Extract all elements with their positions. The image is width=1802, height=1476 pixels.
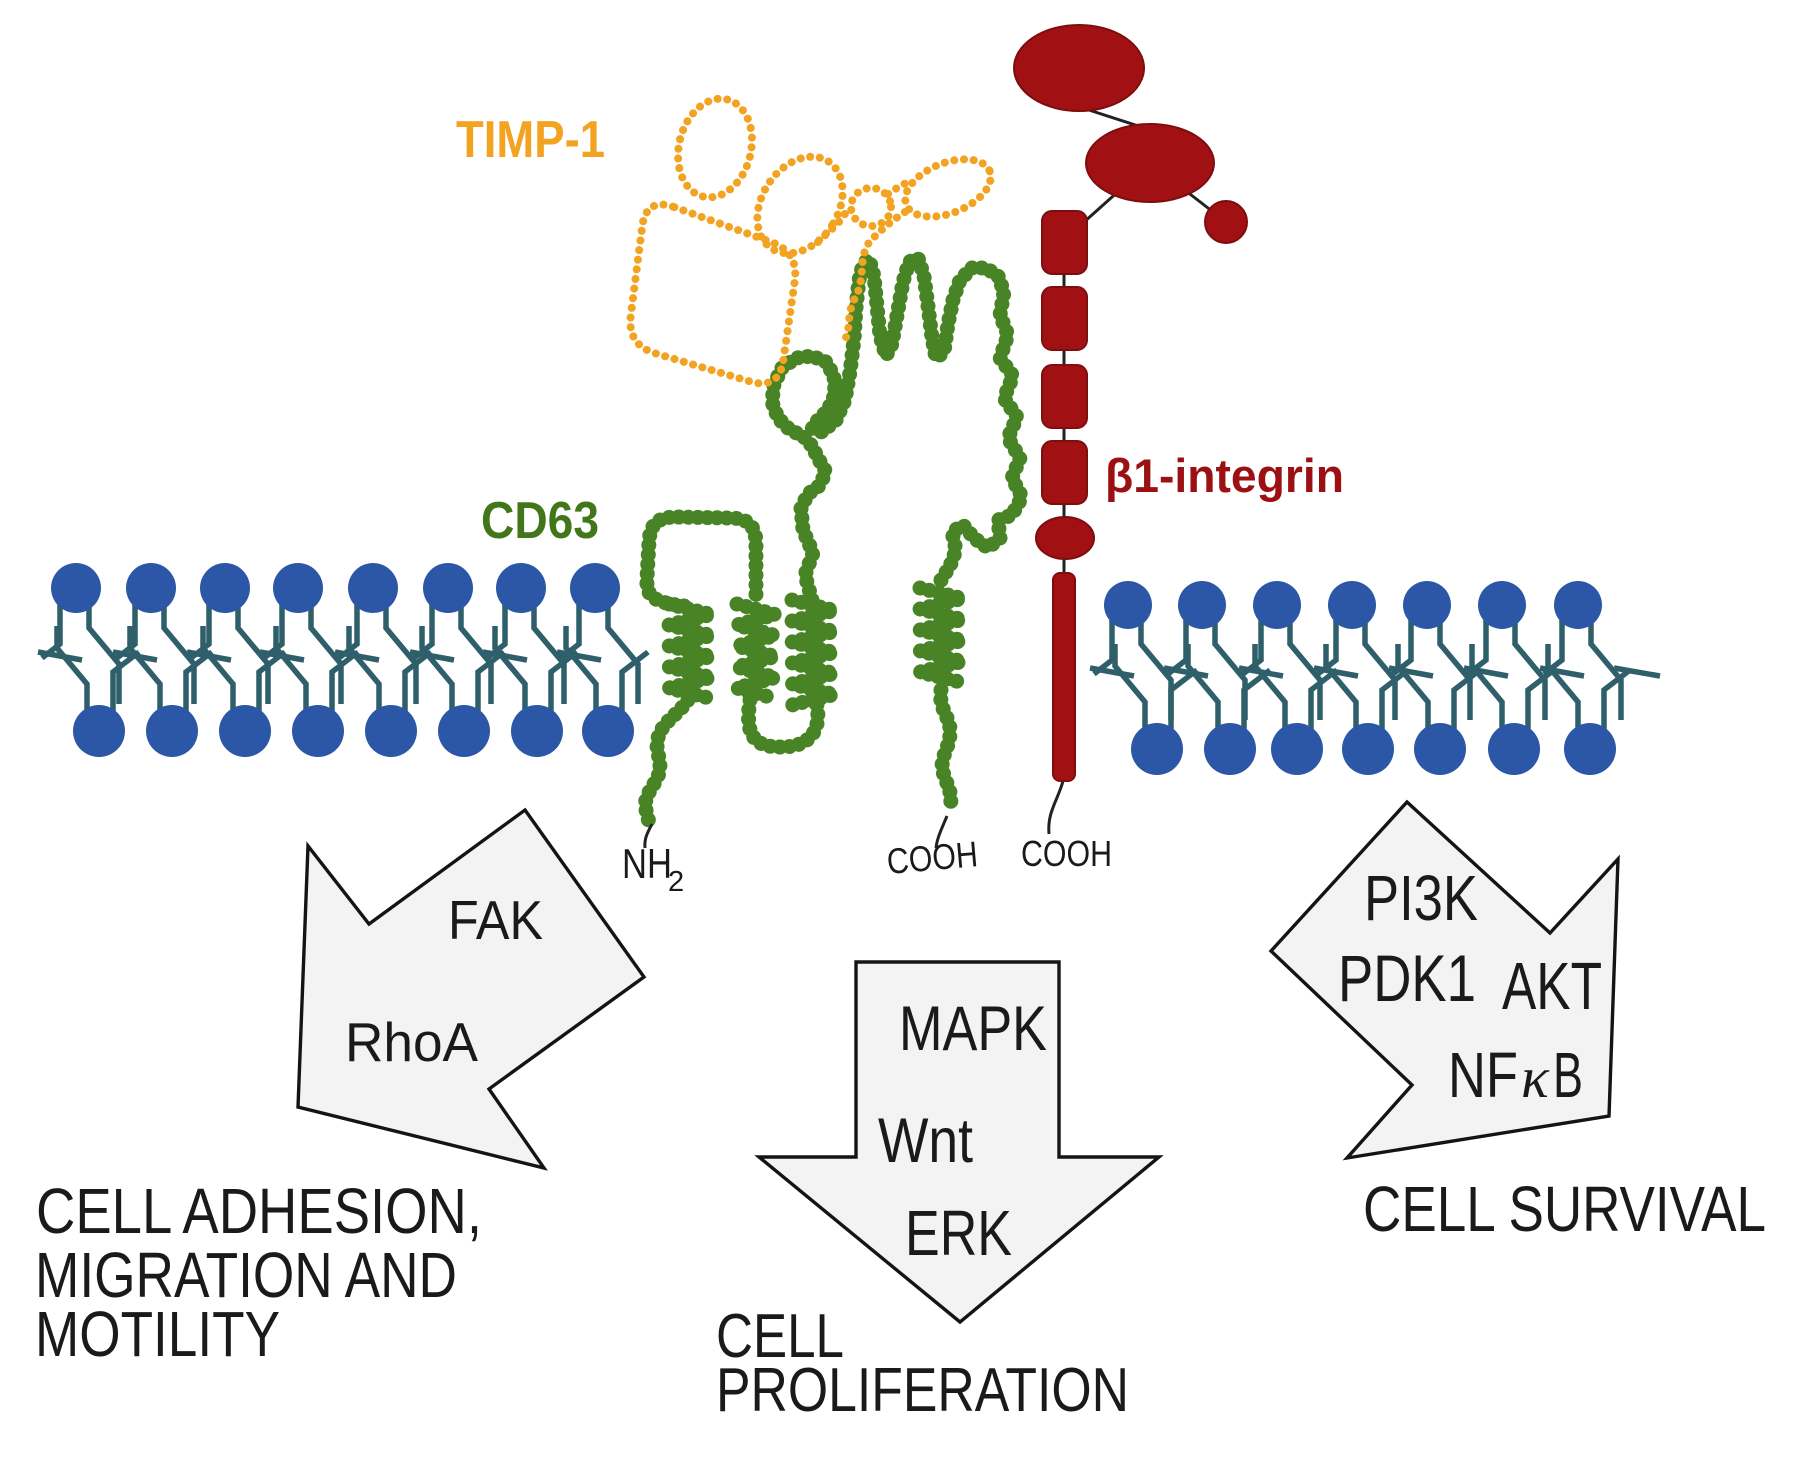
svg-text:NF: NF (1448, 1039, 1518, 1111)
svg-text:CELL: CELL (716, 1302, 844, 1371)
svg-text:COOH: COOH (1021, 833, 1112, 874)
svg-text:CELL ADHESION,: CELL ADHESION, (36, 1175, 482, 1247)
svg-text:NH: NH (622, 840, 672, 887)
svg-text:Wnt: Wnt (878, 1106, 973, 1176)
svg-text:MAPK: MAPK (899, 994, 1047, 1064)
svg-text:κ: κ (1521, 1045, 1550, 1110)
svg-text:MIGRATION AND: MIGRATION AND (35, 1239, 457, 1311)
svg-text:PDK1: PDK1 (1338, 941, 1476, 1015)
svg-text:TIMP-1: TIMP-1 (456, 111, 605, 169)
svg-text:ERK: ERK (905, 1197, 1012, 1269)
svg-text:CD63: CD63 (481, 492, 599, 550)
svg-text:FAK: FAK (448, 889, 543, 951)
svg-text:PI3K: PI3K (1364, 862, 1478, 934)
svg-text:MOTILITY: MOTILITY (35, 1298, 280, 1370)
svg-text:COOH: COOH (885, 833, 979, 882)
svg-text:PROLIFERATION: PROLIFERATION (716, 1356, 1129, 1425)
svg-text:CELL SURVIVAL: CELL SURVIVAL (1363, 1173, 1766, 1245)
svg-text:2: 2 (668, 866, 684, 898)
svg-text:β1-integrin: β1-integrin (1105, 449, 1344, 502)
svg-text:B: B (1553, 1039, 1583, 1111)
svg-text:RhoA: RhoA (345, 1011, 478, 1073)
svg-text:AKT: AKT (1502, 949, 1602, 1024)
